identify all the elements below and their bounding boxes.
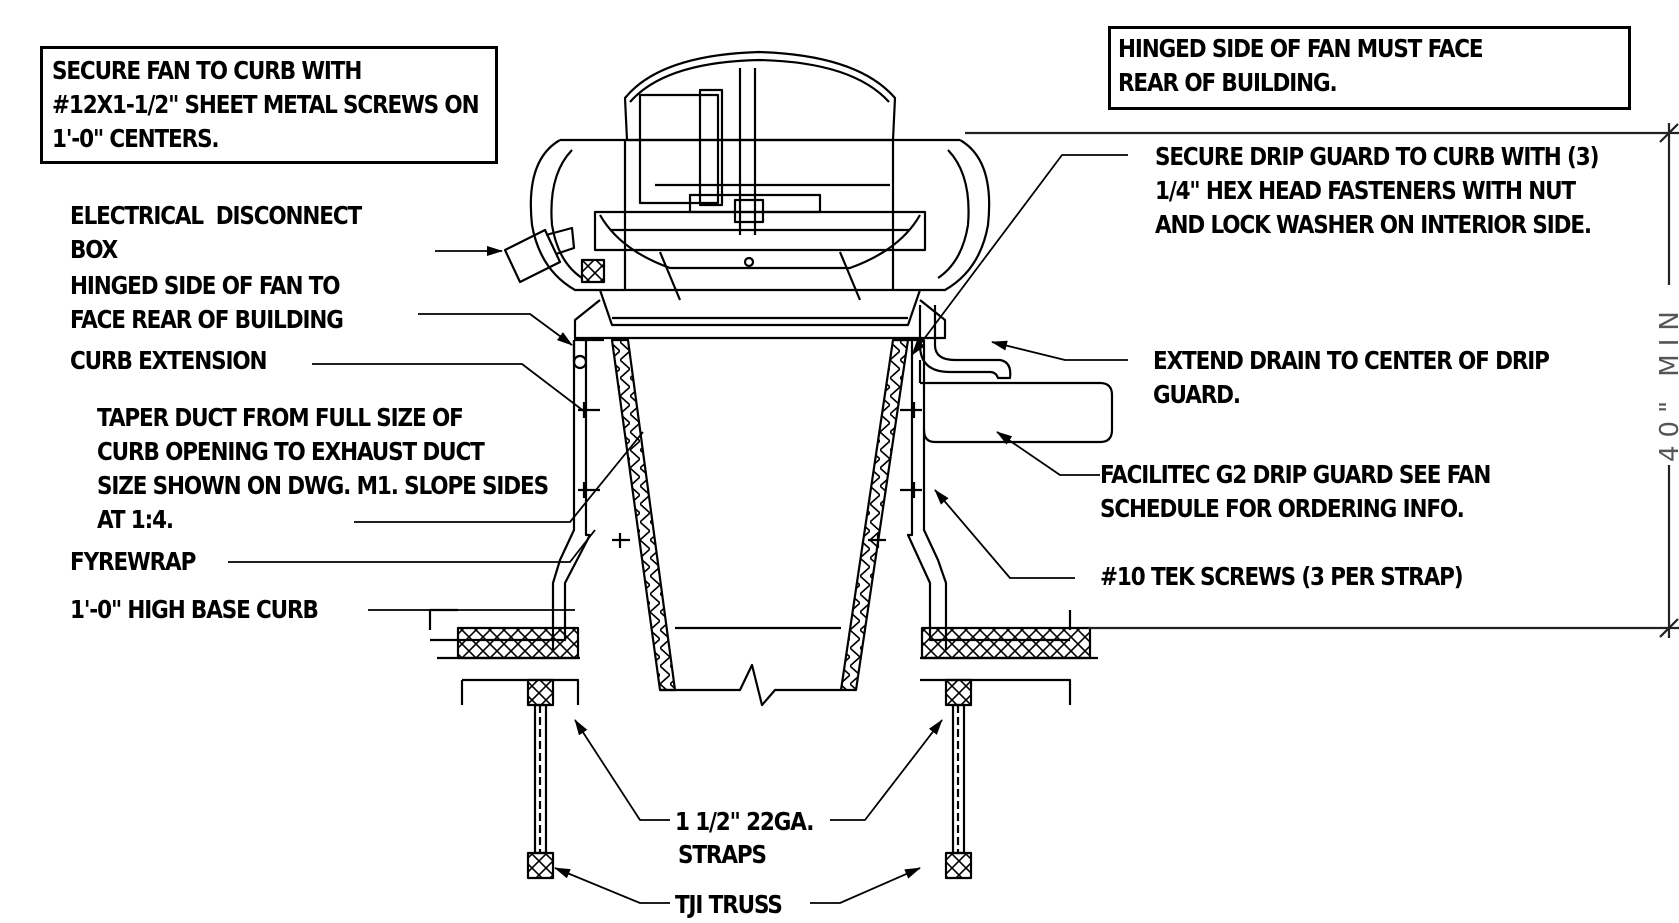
callout-base-curb: 1'-0" HIGH BASE CURB <box>70 595 319 624</box>
note-hinged-face-box <box>1108 26 1631 110</box>
dimension-line <box>965 123 1679 638</box>
note-hinged-face-line-2: REAR OF BUILDING. <box>1118 68 1338 97</box>
callout-hinged-side-line-2: FACE REAR OF BUILDING <box>70 305 344 334</box>
callout-facilitec-line-2: SCHEDULE FOR ORDERING INFO. <box>1100 494 1465 523</box>
callout-extend-drain-line-1: EXTEND DRAIN TO CENTER OF DRIP <box>1153 346 1550 375</box>
callout-taper-duct-line-2: CURB OPENING TO EXHAUST DUCT <box>97 437 485 466</box>
tji-truss-left <box>526 678 555 880</box>
tapered-duct <box>610 338 910 707</box>
callout-electrical-disconnect-line-2: BOX <box>70 235 118 264</box>
dimension-label: 40" MIN <box>1655 303 1679 462</box>
callout-curb-extension: CURB EXTENSION <box>70 346 268 375</box>
tji-truss-right <box>944 678 973 880</box>
callout-hinged-side-line-1: HINGED SIDE OF FAN TO <box>70 271 341 300</box>
callout-fyrewrap: FYREWRAP <box>70 547 196 576</box>
callout-drip-guard-secure-line-3: AND LOCK WASHER ON INTERIOR SIDE. <box>1155 210 1592 239</box>
callout-taper-duct-line-4: AT 1:4. <box>97 505 174 534</box>
callout-electrical-disconnect-line-1: ELECTRICAL DISCONNECT <box>70 201 362 230</box>
callout-taper-duct-line-1: TAPER DUCT FROM FULL SIZE OF <box>97 403 464 432</box>
note-secure-fan-line-1: SECURE FAN TO CURB WITH <box>52 56 362 85</box>
callout-drip-guard-secure-line-1: SECURE DRIP GUARD TO CURB WITH (3) <box>1155 142 1599 171</box>
callout-straps-line-2: STRAPS <box>678 840 767 869</box>
note-hinged-face-line-1: HINGED SIDE OF FAN MUST FACE <box>1118 34 1484 63</box>
callout-facilitec-line-1: FACILITEC G2 DRIP GUARD SEE FAN <box>1100 460 1491 489</box>
callout-tji-truss: TJI TRUSS <box>675 890 783 919</box>
leader-lines <box>228 154 1128 904</box>
fan-hood <box>503 50 1012 380</box>
note-secure-fan-line-2: #12X1-1/2" SHEET METAL SCREWS ON <box>52 90 480 119</box>
callout-tek-screws: #10 TEK SCREWS (3 PER STRAP) <box>1100 562 1464 591</box>
callout-taper-duct-line-3: SIZE SHOWN ON DWG. M1. SLOPE SIDES <box>97 471 549 500</box>
note-secure-fan-box <box>40 46 498 164</box>
note-secure-fan-line-3: 1'-0" CENTERS. <box>52 124 220 153</box>
callout-drip-guard-secure-line-2: 1/4" HEX HEAD FASTENERS WITH NUT <box>1155 176 1576 205</box>
callout-straps-line-1: 1 1/2" 22GA. <box>675 807 814 836</box>
callout-extend-drain-line-2: GUARD. <box>1153 380 1241 409</box>
